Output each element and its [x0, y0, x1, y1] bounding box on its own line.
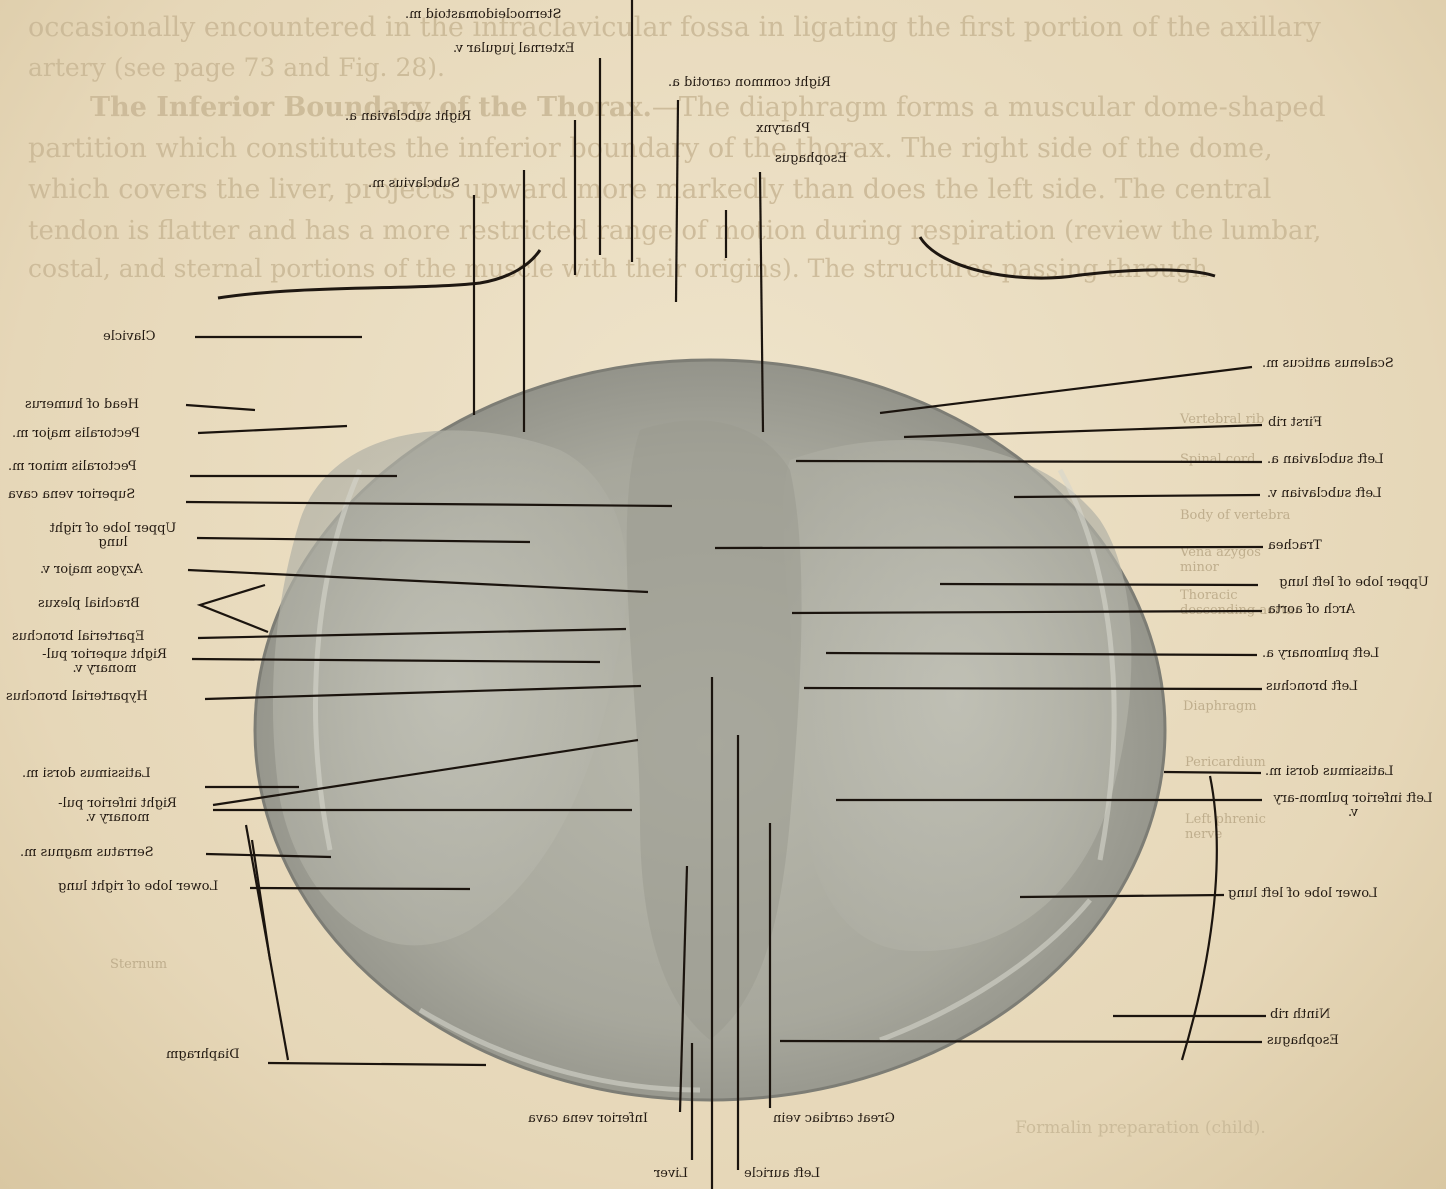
label-azygos: Azygos major v.	[40, 563, 143, 577]
label-pectoralis-major: Pectoralis major m.	[12, 427, 140, 441]
label-great-cardiac-vein: Great cardiac vein	[773, 1112, 895, 1126]
label-esophagus-top: Esophagus	[775, 152, 847, 166]
label-latissimus-right: Latissimus dorsi m.	[22, 767, 151, 781]
label-latissimus-left: Latissimus dorsi m.	[1265, 765, 1394, 779]
label-sternocleidomastoid: Sternocleidomastoid m.	[405, 8, 562, 22]
label-left-auricle: Left auricle	[744, 1167, 820, 1181]
label-upper-lobe-right: Upper lobe of right lung	[38, 522, 188, 550]
label-right-superior-pulmonary-v: Right superior pul-monary v.	[22, 648, 187, 676]
label-liver: Liver	[654, 1167, 688, 1181]
label-right-common-carotid: Right common carotid a.	[668, 76, 831, 90]
label-left-subclavian-a: Left subclavian a.	[1267, 453, 1384, 467]
label-right-inferior-pulmonary-v: Right inferior pul-monary v.	[35, 797, 200, 825]
label-eparterial-bronchus: Eparterial bronchus	[12, 630, 145, 644]
label-head-of-humerus: Head of humerus	[25, 398, 139, 412]
label-right-subclavian-a: Right subclavian a.	[345, 110, 471, 124]
label-inferior-vena-cava: Inferior vena cava	[528, 1112, 648, 1126]
label-scalenus-anticus: Scalenus anticus m.	[1262, 357, 1394, 371]
label-esophagus-bottom: Esophagus	[1267, 1034, 1339, 1048]
label-pectoralis-minor: Pectoralis minor m.	[8, 460, 137, 474]
label-clavicle: Clavicle	[103, 330, 156, 344]
label-brachial-plexus: Brachial plexus	[38, 597, 140, 611]
label-first-rib: First rib	[1268, 416, 1322, 430]
label-lower-lobe-left: Lower lobe of left lung	[1228, 887, 1378, 901]
label-external-jugular: External jugular v.	[453, 42, 575, 56]
label-trachea: Trachea	[1268, 539, 1322, 553]
label-diaphragm: Diaphragm	[166, 1048, 240, 1062]
label-arch-of-aorta: Arch of aorta	[1268, 603, 1355, 617]
label-ninth-rib: Ninth rib	[1270, 1008, 1330, 1022]
label-pharynx: Pharynx	[756, 122, 810, 136]
label-lower-lobe-right: Lower lobe of right lung	[58, 880, 218, 894]
label-serratus-magnus: Serratus magnus m.	[20, 846, 154, 860]
label-subclavius: Subclavius m.	[368, 177, 460, 191]
label-left-pulmonary-a: Left pulmonary a.	[1262, 647, 1379, 661]
label-left-bronchus: Left bronchus	[1266, 680, 1358, 694]
label-upper-lobe-left: Upper lobe of left lung	[1262, 576, 1446, 590]
label-left-subclavian-v: Left subclavian v.	[1267, 487, 1382, 501]
label-left-inferior-pulmonary-v: Left inferior pulmon-ary v.	[1268, 792, 1438, 820]
label-superior-vena-cava: Superior vena cava	[8, 488, 135, 502]
label-hyparterial-bronchus: Hyparterial bronchus	[6, 690, 148, 704]
